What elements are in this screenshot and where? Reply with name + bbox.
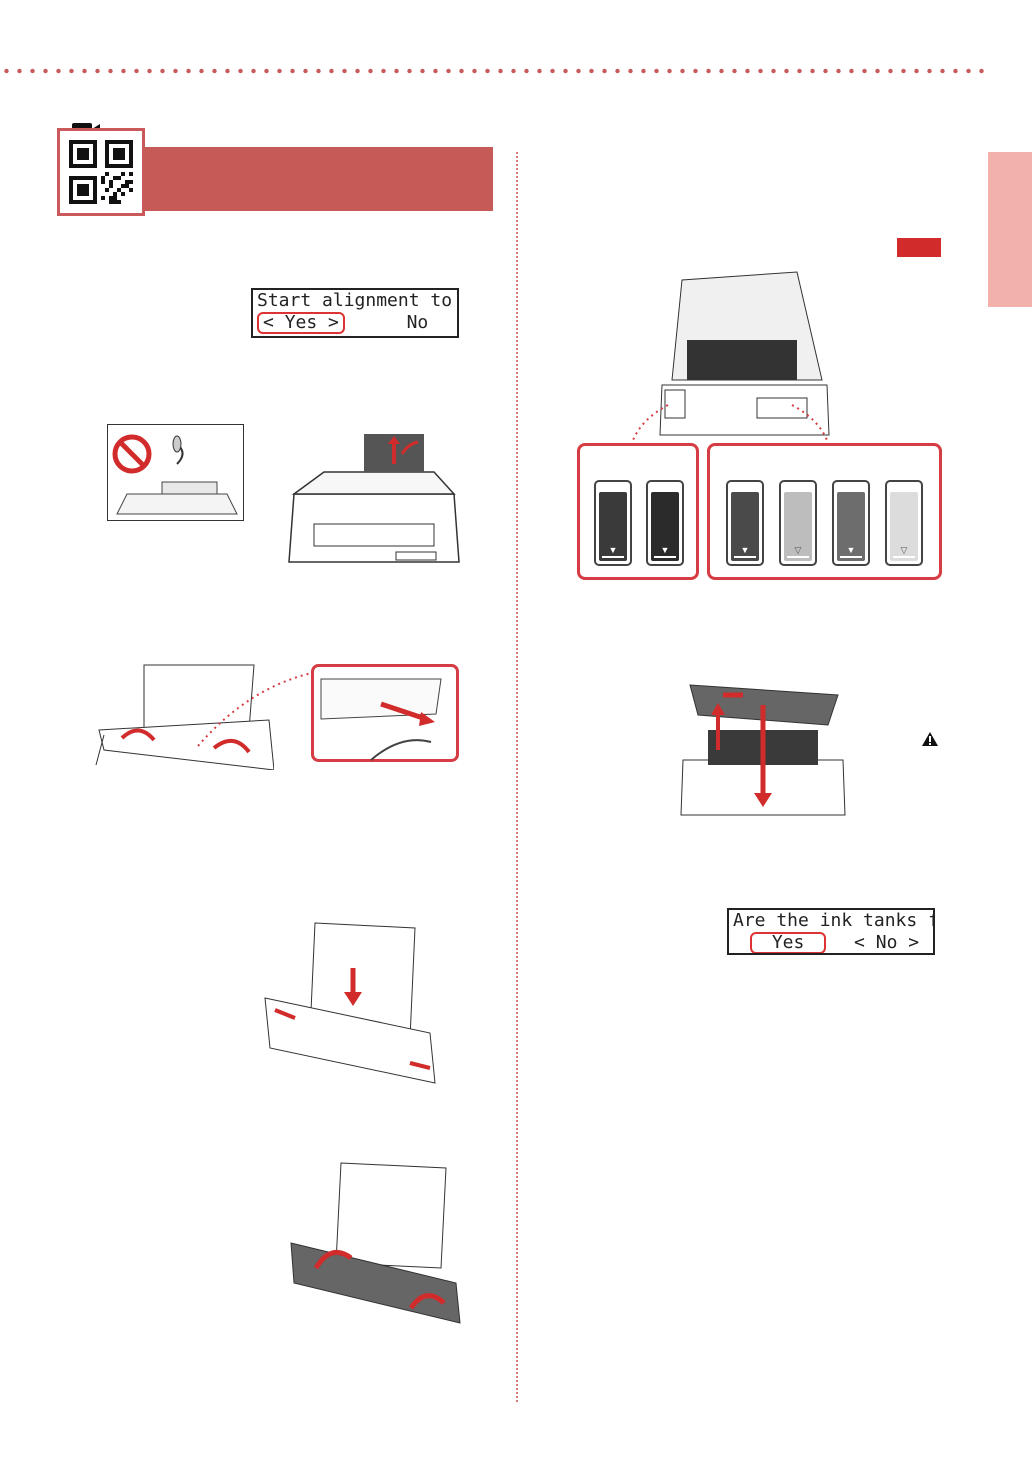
section-title [145,147,493,183]
prohibited-icon [112,434,152,474]
ink-level-fill [837,492,865,561]
inset-connector-dotted-line [197,672,313,747]
ink-level-marker: ▼ [608,545,618,555]
close-scanner-unit-illustration [680,684,846,816]
ink-tank: ▼ [594,480,632,566]
rear-tray-guides-illustration [95,664,274,770]
ink-level-line [602,556,624,558]
ink-level-marker: ▽ [900,545,908,555]
close-feed-cover-illustration [290,1162,461,1324]
warning-icon [922,732,938,746]
chevron-right-icon: > [328,312,339,333]
chevron-left-icon: < [854,932,865,953]
lcd-yes-label: Yes [284,312,318,333]
ink-level-fill [651,492,679,561]
column-divider [516,152,518,1402]
ink-level-line [734,556,756,558]
ink-level-marker: ▼ [660,545,670,555]
lcd-alignment-options: < Yes > No [253,312,457,334]
qr-code-icon [69,140,133,204]
qr-code-frame[interactable] [57,128,145,216]
ink-tank: ▽ [779,480,817,566]
load-paper-illustration [264,922,436,1084]
ink-level-line [840,556,862,558]
lcd-alignment-message: Start alignment to impro [257,290,457,311]
lcd-ink-options: Yes < No > [729,932,933,953]
ink-level-fill [784,492,812,561]
top-dotted-rule [0,68,985,74]
chevron-left-icon: < [263,312,274,333]
lcd-ink-no-label: No [875,932,898,953]
tray-guide-detail-inset [311,664,459,762]
ink-level-fill [731,492,759,561]
lcd-ink-yes-label: Yes [771,932,805,953]
ink-level-marker: ▼ [846,545,856,555]
lcd-yes-option[interactable]: < Yes > [257,312,345,334]
prohibited-paper-clip-illustration [107,424,244,521]
ink-tank-group-left: ▼▼ [577,443,699,580]
ink-tank: ▽ [885,480,923,566]
lcd-ink-yes-option[interactable]: Yes [749,932,827,953]
lcd-alignment-screen: Start alignment to impro < Yes > No [251,288,459,338]
ink-level-line [654,556,676,558]
step-tag [897,238,941,257]
side-language-tab [988,152,1032,307]
tank-callout-dotted-lines [631,404,829,444]
chevron-right-icon: > [908,932,920,953]
ink-level-fill [890,492,918,561]
ink-level-marker: ▼ [740,545,750,555]
ink-level-line [893,556,915,558]
printer-open-tanks-illustration [659,271,830,436]
section-banner [145,147,493,211]
ink-level-line [787,556,809,558]
lcd-no-option[interactable]: No [406,312,429,333]
ink-level-fill [599,492,627,561]
lcd-ink-screen: Are the ink tanks filled w Yes < No > [727,908,935,955]
ink-tank: ▼ [646,480,684,566]
lcd-ink-no-option[interactable]: < No > [854,932,919,953]
ink-tank-group-right: ▼ ▽ ▼ ▽ [707,443,942,580]
ink-tank: ▼ [726,480,764,566]
lcd-ink-message: Are the ink tanks filled w [733,910,933,931]
printer-paper-support-illustration [288,434,460,563]
ink-tank: ▼ [832,480,870,566]
ink-level-marker: ▽ [794,545,802,555]
